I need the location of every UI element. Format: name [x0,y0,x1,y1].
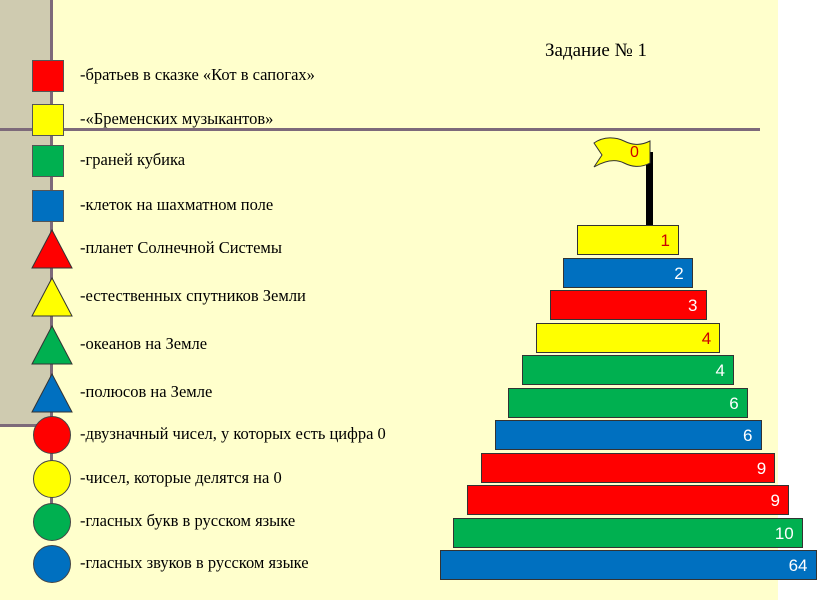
flag-pole [646,152,653,226]
legend-item: -гласных звуков в русском языке [0,543,470,583]
tower-disk: 3 [549,290,707,320]
page-margin [778,0,800,600]
legend-item: -братьев в сказке «Кот в сапогах» [0,55,470,95]
legend-label: -братьев в сказке «Кот в сапогах» [80,65,315,84]
legend-item: -океанов на Земле [0,324,470,365]
legend-item: -клеток на шахматном поле [0,185,470,225]
task-title: Задание № 1 [545,40,647,61]
red-triangle-icon [31,228,73,269]
legend-item: -планет Солнечной Системы [0,228,470,269]
decorative-vertical-line [50,0,53,540]
blue-triangle-icon [31,372,73,413]
yellow-square-icon [32,104,64,136]
red-square-icon [32,60,64,92]
legend-item: -«Бременских музыкантов» [0,99,470,139]
flag-value: 0 [630,144,639,161]
yellow-triangle-icon [31,276,73,317]
legend-label: -гласных букв в русском языке [80,511,296,530]
legend-item: -чисел, которые делятся на 0 [0,458,470,498]
legend-label: -полюсов на Земле [80,382,213,401]
tower-disk: 6 [494,420,762,450]
green-circle-icon [33,503,71,541]
decorative-horizontal-line [0,128,760,131]
legend-item: -граней кубика [0,140,470,180]
tower-disk: 6 [508,387,748,418]
tower-disk: 10 [453,517,803,548]
legend-label: -«Бременских музыкантов» [80,109,274,128]
legend-label: -планет Солнечной Системы [80,238,282,257]
tower-disk: 9 [467,485,789,515]
legend-label: -граней кубика [80,150,186,169]
tower-disk: 9 [480,452,776,483]
tower-disk: 4 [535,322,721,353]
green-triangle-icon [31,324,73,365]
tower-disk: 2 [563,257,693,288]
blue-circle-icon [33,545,71,583]
legend-label: -клеток на шахматном поле [80,195,274,214]
decorative-short-line [0,424,53,427]
tower-disk: 4 [522,355,734,385]
yellow-circle-icon [33,460,71,498]
legend-label: -океанов на Земле [80,334,208,353]
legend-item: -гласных букв в русском языке [0,501,470,541]
legend-item: -естественных спутников Земли [0,276,470,317]
legend-label: -естественных спутников Земли [80,286,306,305]
red-circle-icon [33,416,71,454]
legend-label: -чисел, которые делятся на 0 [80,468,282,487]
flag-icon [593,137,651,168]
legend-label: -двузначный чисел, у которых есть цифра … [80,424,386,443]
legend-item: -полюсов на Земле [0,372,470,413]
legend-item: -двузначный чисел, у которых есть цифра … [0,414,470,454]
tower-disk: 1 [577,225,679,255]
green-square-icon [32,145,64,177]
legend-label: -гласных звуков в русском языке [80,553,309,572]
blue-square-icon [32,190,64,222]
tower-disk: 64 [439,550,817,580]
